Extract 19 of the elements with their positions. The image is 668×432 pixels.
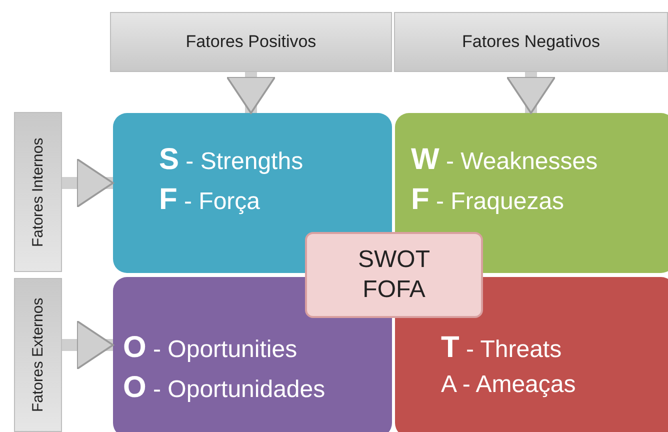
arrow xyxy=(62,158,114,208)
quadrant-label: W - Weaknesses xyxy=(411,143,598,177)
quadrant-label: F - Fraquezas xyxy=(411,183,564,217)
quadrant-label: T - Threats xyxy=(441,331,562,365)
center-label: FOFA xyxy=(362,275,426,305)
header-box: Fatores Positivos xyxy=(110,12,392,72)
quadrant-label: S - Strengths xyxy=(159,143,304,177)
quadrant-label: O - Oportunidades xyxy=(123,371,326,405)
side-header-box: Fatores Internos xyxy=(14,112,62,272)
center-box xyxy=(305,232,483,318)
side-header-box: Fatores Externos xyxy=(14,278,62,432)
quadrant-label: O - Oportunities xyxy=(123,331,298,365)
arrow xyxy=(62,320,114,370)
header-box: Fatores Negativos xyxy=(394,12,668,72)
quadrant-label: F - Força xyxy=(159,183,260,217)
arrow xyxy=(506,72,556,114)
quadrant-label: A - Ameaças xyxy=(441,371,576,399)
arrow xyxy=(226,72,276,114)
center-label: SWOT xyxy=(358,245,430,275)
